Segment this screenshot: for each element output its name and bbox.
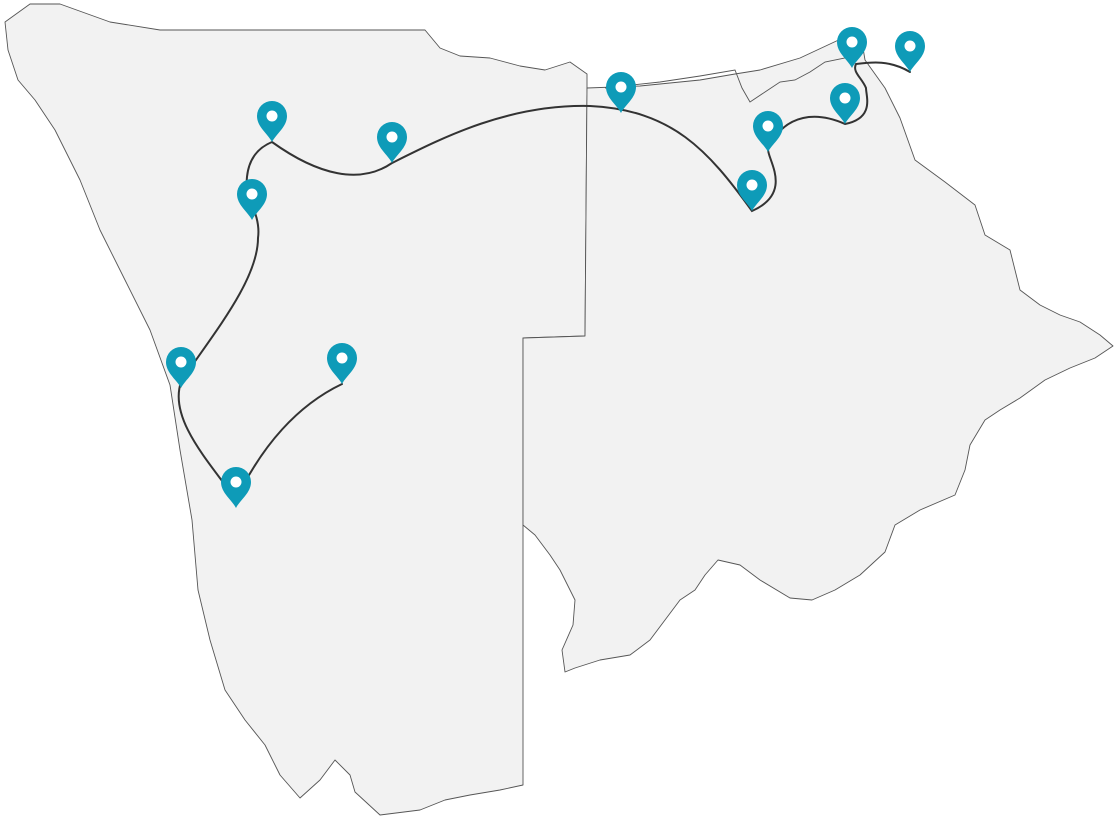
map-pin-icon[interactable]	[837, 27, 867, 68]
map-pin-icon[interactable]	[327, 343, 357, 384]
map-pin-icon[interactable]	[830, 83, 860, 124]
map-pin-icon[interactable]	[257, 101, 287, 142]
border-caprivi	[604, 49, 861, 103]
map-pin-icon[interactable]	[895, 31, 925, 72]
map-pin-icon[interactable]	[753, 111, 783, 152]
country-botswana	[522, 29, 1114, 673]
map-pin-icon[interactable]	[377, 122, 407, 163]
map-pin-icon[interactable]	[237, 179, 267, 220]
map-pin-icon[interactable]	[606, 72, 636, 113]
country-namibia	[4, 3, 588, 816]
map-pin-icon[interactable]	[166, 347, 196, 388]
route-markers	[166, 27, 925, 508]
map-pin-icon[interactable]	[737, 170, 767, 211]
map-pin-icon[interactable]	[221, 467, 251, 508]
